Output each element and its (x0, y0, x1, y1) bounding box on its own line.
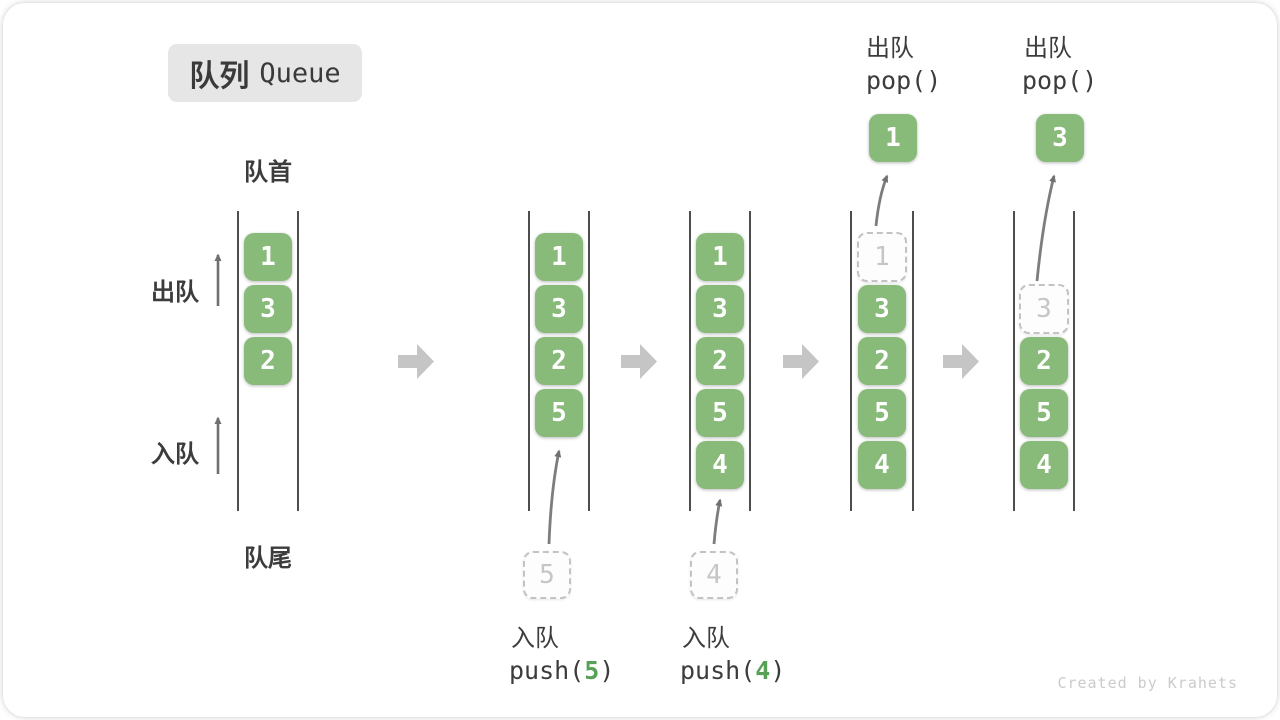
title-en: Queue (259, 57, 341, 89)
label-enqueue-side: 入队 (151, 441, 199, 468)
removed-element-ghost: 3 (1019, 284, 1069, 334)
watermark: Created by Krahets (1057, 674, 1238, 692)
queue-wall (528, 211, 530, 511)
queue-wall (297, 211, 299, 511)
figure-card (3, 3, 1277, 717)
code-text: push( (509, 656, 585, 685)
queue-wall (1073, 211, 1075, 511)
removed-element-ghost: 1 (857, 232, 907, 282)
queue-element: 4 (696, 441, 744, 489)
code-pop2: pop() (1022, 66, 1098, 95)
queue-element: 1 (244, 233, 292, 281)
queue-wall (1013, 211, 1015, 511)
queue-element: 3 (858, 285, 906, 333)
code-arg: 4 (755, 656, 771, 685)
label-queue-rear: 队尾 (244, 545, 292, 572)
queue-element: 1 (696, 233, 744, 281)
title-zh: 队列 (189, 60, 250, 93)
queue-element: 5 (858, 389, 906, 437)
code-text: push( (680, 656, 756, 685)
code-push5: push(5) (509, 656, 614, 685)
queue-wall (912, 211, 914, 511)
label-dequeue-op: 出队 (866, 35, 914, 62)
code-text: ) (770, 656, 786, 685)
queue-element: 3 (696, 285, 744, 333)
label-dequeue-op: 出队 (1024, 35, 1072, 62)
queue-wall (689, 211, 691, 511)
queue-wall (588, 211, 590, 511)
incoming-element-ghost: 5 (523, 551, 571, 599)
queue-element: 5 (696, 389, 744, 437)
queue-element: 2 (696, 337, 744, 385)
queue-element: 1 (535, 233, 583, 281)
label-queue-front: 队首 (244, 159, 292, 186)
label-enqueue-op: 入队 (511, 625, 559, 652)
popped-element: 1 (869, 114, 917, 162)
queue-wall (749, 211, 751, 511)
queue-element: 5 (1020, 389, 1068, 437)
popped-element: 3 (1036, 114, 1084, 162)
code-arg: 5 (584, 656, 600, 685)
queue-element: 2 (858, 337, 906, 385)
queue-wall (850, 211, 852, 511)
queue-element: 2 (1020, 337, 1068, 385)
queue-element: 2 (244, 337, 292, 385)
queue-element: 4 (1020, 441, 1068, 489)
queue-element: 5 (535, 389, 583, 437)
incoming-element-ghost: 4 (690, 551, 738, 599)
code-push4: push(4) (680, 656, 785, 685)
queue-element: 3 (535, 285, 583, 333)
queue-element: 4 (858, 441, 906, 489)
label-enqueue-op: 入队 (682, 625, 730, 652)
queue-element: 2 (535, 337, 583, 385)
code-text: ) (599, 656, 615, 685)
queue-element: 3 (244, 285, 292, 333)
label-dequeue-side: 出队 (151, 279, 199, 306)
title-badge: 队列 Queue (168, 44, 362, 102)
code-pop1: pop() (866, 66, 942, 95)
queue-wall (237, 211, 239, 511)
